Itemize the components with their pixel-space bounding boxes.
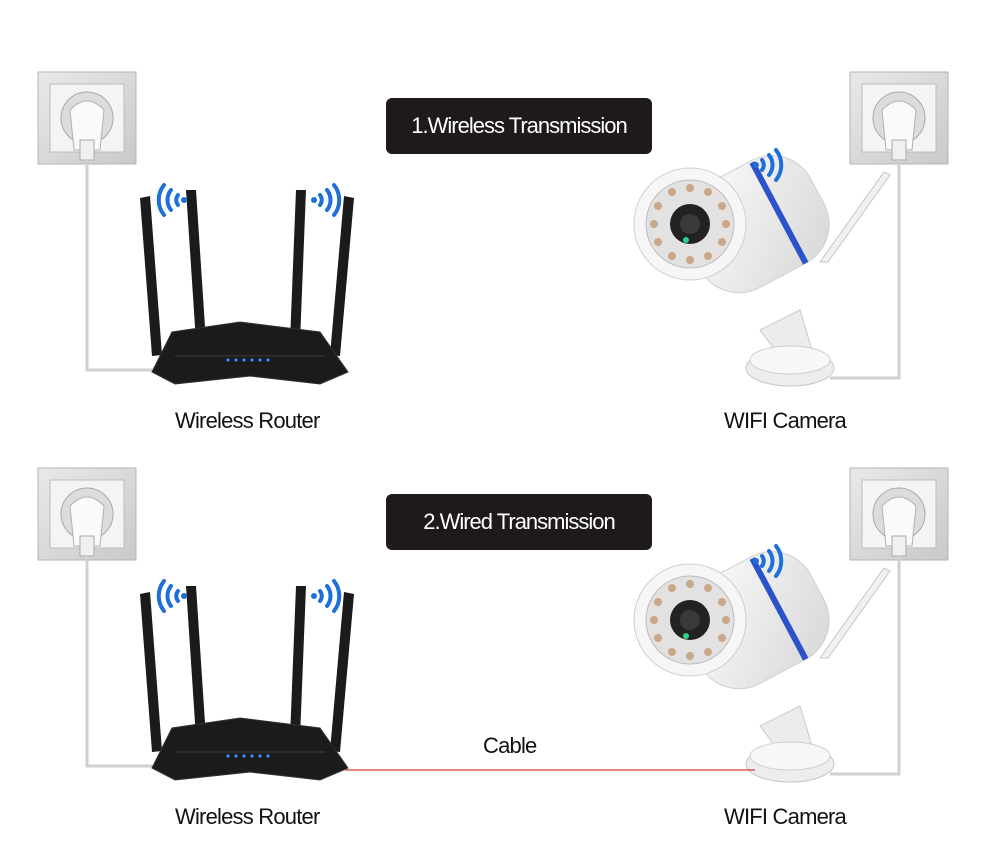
camera-label: WIFI Camera	[724, 804, 847, 829]
wifi-signal-icon	[311, 183, 342, 217]
wifi-signal-icon	[753, 544, 784, 578]
router-icon	[140, 190, 354, 385]
router-icon	[140, 586, 354, 781]
scene-2: 2.Wired Transmission Wireless Router WIF…	[0, 396, 1000, 829]
wifi-signal-icon	[311, 579, 342, 613]
power-outlet-icon	[37, 71, 137, 165]
transmission-mode-title: 2.Wired Transmission	[386, 494, 652, 550]
power-cable	[830, 556, 901, 776]
power-outlet-icon	[849, 71, 949, 165]
wifi-signal-icon	[156, 183, 187, 217]
scene-1: 1.Wireless Transmission Wireless Router …	[37, 71, 949, 433]
power-outlet-icon	[849, 467, 949, 561]
power-cable	[830, 160, 901, 380]
camera-icon	[633, 155, 891, 387]
camera-icon	[633, 551, 891, 783]
camera-label: WIFI Camera	[724, 408, 847, 433]
wifi-signal-icon	[753, 148, 784, 182]
power-cable	[85, 160, 158, 372]
router-label: Wireless Router	[175, 804, 320, 829]
transmission-mode-title: 1.Wireless Transmission	[386, 98, 652, 154]
router-label: Wireless Router	[175, 408, 320, 433]
power-cable	[85, 556, 158, 768]
cable-label: Cable	[483, 733, 537, 758]
scene-art	[37, 71, 949, 387]
scene-art	[37, 467, 949, 783]
power-outlet-icon	[37, 467, 137, 561]
wifi-signal-icon	[156, 579, 187, 613]
